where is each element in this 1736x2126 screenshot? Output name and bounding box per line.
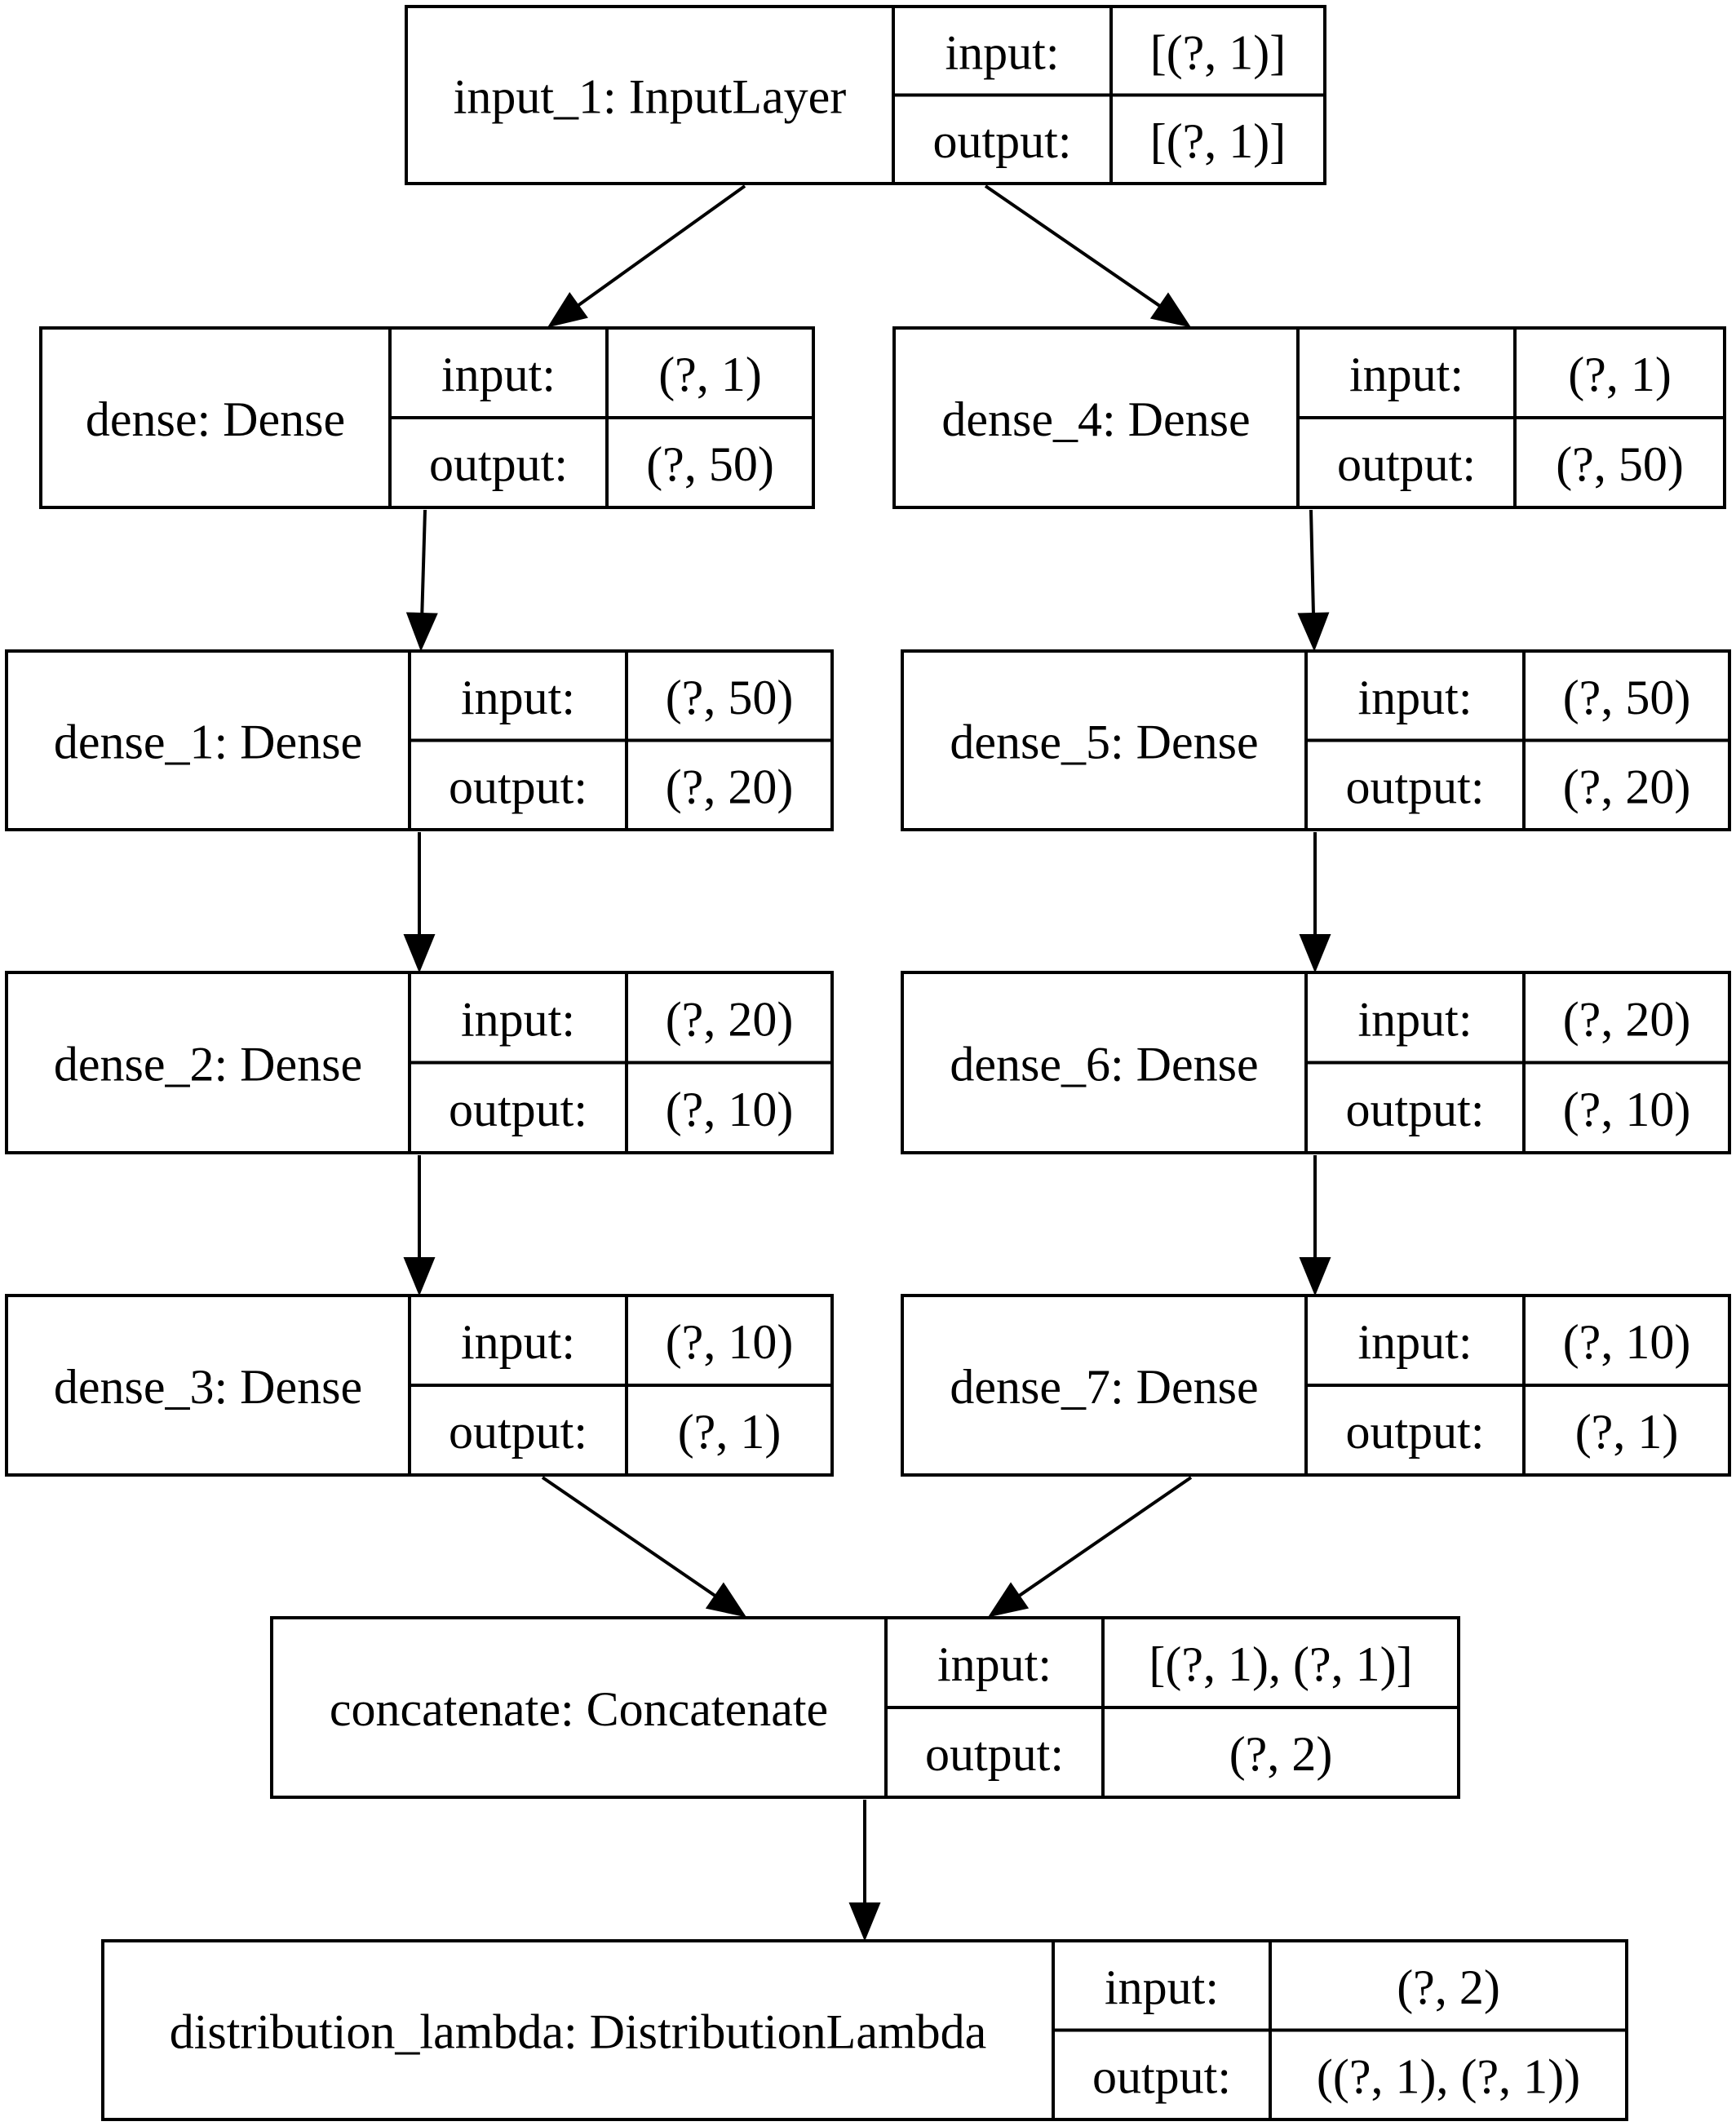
- edge-dense-4-to-dense-5: [1297, 509, 1330, 652]
- layer-node-dense: dense: Dense input: output: (?, 1) (?, 50): [39, 326, 815, 509]
- arrowhead-icon: [403, 934, 436, 973]
- input-port-label: input:: [1105, 1960, 1219, 2014]
- input-shape: (?, 1): [1568, 348, 1672, 401]
- edge-concatenate-to-distribution-lambda: [848, 1800, 881, 1942]
- edge-dense-1-to-dense-2: [403, 832, 436, 973]
- arrowhead-icon: [705, 1582, 747, 1618]
- input-port-label: input:: [1357, 1315, 1472, 1369]
- output-shape: (?, 10): [1563, 1083, 1691, 1136]
- layer-node-dense-2: dense_2: Dense input: output: (?, 20) (?, 10…: [5, 971, 834, 1154]
- input-shape: (?, 20): [1563, 992, 1691, 1046]
- layer-node-dense-3: dense_3: Dense input: output: (?, 10) (?, 1): [5, 1294, 834, 1477]
- layer-node-dense-1: dense_1: Dense input: output: (?, 50) (?, 20…: [5, 649, 834, 831]
- output-shape: (?, 20): [666, 760, 794, 813]
- edge-line: [1018, 1476, 1193, 1597]
- output-shape: (?, 50): [1556, 437, 1684, 491]
- edge-line: [577, 184, 746, 307]
- layer-label: input_1: InputLayer: [454, 70, 847, 124]
- input-port-label: input:: [461, 671, 575, 724]
- output-port-label: output:: [932, 114, 1071, 168]
- layer-label: dense_6: Dense: [950, 1038, 1258, 1092]
- input-port-label: input:: [1349, 348, 1464, 401]
- layer-node-dense-4: dense_4: Dense input: output: (?, 1) (?, 50): [892, 326, 1726, 509]
- input-shape: (?, 50): [666, 671, 794, 724]
- arrowhead-icon: [1297, 612, 1330, 652]
- edge-dense-7-to-concatenate: [987, 1476, 1193, 1618]
- output-port-label: output:: [925, 1727, 1064, 1781]
- output-port-label: output:: [449, 1405, 587, 1459]
- layer-label: concatenate: Concatenate: [330, 1682, 828, 1736]
- input-shape: [(?, 1)]: [1150, 25, 1286, 79]
- edge-line: [420, 509, 427, 614]
- input-shape: (?, 50): [1563, 671, 1691, 724]
- layer-node-concatenate: concatenate: Concatenate input: output: [(?…: [270, 1616, 1460, 1799]
- output-port-label: output:: [449, 760, 587, 813]
- layer-label: dense_5: Dense: [950, 715, 1258, 769]
- output-port-label: output:: [1345, 760, 1484, 813]
- arrowhead-icon: [1149, 292, 1192, 328]
- edge-input-1-to-dense-4: [984, 184, 1192, 328]
- layer-label: dense_3: Dense: [54, 1360, 362, 1414]
- edge-dense-2-to-dense-3: [403, 1155, 436, 1296]
- edges: [403, 184, 1331, 1942]
- layer-node-input-1: input_1: InputLayer input: output: [(?, 1)]…: [405, 5, 1326, 185]
- arrowhead-icon: [987, 1582, 1030, 1618]
- layer-label: dense_2: Dense: [54, 1038, 362, 1092]
- edge-dense-3-to-concatenate: [541, 1476, 747, 1618]
- edge-line: [1309, 509, 1315, 614]
- layer-label: dense: Dense: [86, 392, 345, 446]
- output-port-label: output:: [1092, 2049, 1231, 2103]
- layer-label: dense_4: Dense: [941, 392, 1250, 446]
- output-shape: (?, 20): [1563, 760, 1691, 813]
- input-shape: (?, 1): [658, 348, 762, 401]
- layer-label: dense_1: Dense: [54, 715, 362, 769]
- input-port-label: input:: [461, 1315, 575, 1369]
- edge-dense-5-to-dense-6: [1299, 832, 1331, 973]
- input-port-label: input:: [461, 992, 575, 1046]
- output-port-label: output:: [449, 1083, 587, 1136]
- output-port-label: output:: [429, 437, 568, 491]
- input-shape: (?, 20): [666, 992, 794, 1046]
- output-port-label: output:: [1345, 1083, 1484, 1136]
- arrowhead-icon: [403, 1257, 436, 1296]
- input-port-label: input:: [945, 25, 1059, 79]
- input-port-label: input:: [1357, 992, 1472, 1046]
- layer-node-dense-5: dense_5: Dense input: output: (?, 50) (?, 20…: [901, 649, 1731, 831]
- layer-node-distribution-lambda: distribution_lambda: DistributionLambda i…: [101, 1939, 1628, 2121]
- output-shape: (?, 2): [1229, 1727, 1333, 1781]
- input-port-label: input:: [1357, 671, 1472, 724]
- input-shape: [(?, 1), (?, 1)]: [1149, 1637, 1412, 1691]
- output-shape: (?, 10): [666, 1083, 794, 1136]
- edge-dense-6-to-dense-7: [1299, 1155, 1331, 1296]
- layer-label: dense_7: Dense: [950, 1360, 1258, 1414]
- arrowhead-icon: [547, 291, 588, 328]
- input-port-label: input:: [441, 348, 556, 401]
- input-port-label: input:: [937, 1637, 1052, 1691]
- edge-input-1-to-dense: [547, 184, 746, 328]
- input-shape: (?, 10): [666, 1315, 794, 1369]
- output-shape: (?, 50): [646, 437, 774, 491]
- output-shape: (?, 1): [678, 1405, 782, 1459]
- edge-line: [984, 184, 1161, 308]
- output-port-label: output:: [1337, 437, 1476, 491]
- edge-line: [541, 1476, 716, 1597]
- arrowhead-icon: [1299, 934, 1331, 973]
- output-shape: ((?, 1), (?, 1)): [1317, 2049, 1580, 2103]
- arrowhead-icon: [405, 612, 438, 652]
- input-shape: (?, 10): [1563, 1315, 1691, 1369]
- layer-node-dense-7: dense_7: Dense input: output: (?, 10) (?, 1): [901, 1294, 1731, 1477]
- input-shape: (?, 2): [1397, 1960, 1500, 2014]
- layer-label: distribution_lambda: DistributionLambda: [170, 2005, 987, 2059]
- output-shape: [(?, 1)]: [1150, 114, 1286, 168]
- output-shape: (?, 1): [1575, 1405, 1679, 1459]
- output-port-label: output:: [1345, 1405, 1484, 1459]
- edge-dense-to-dense-1: [405, 509, 438, 652]
- arrowhead-icon: [1299, 1257, 1331, 1296]
- nodes: input_1: InputLayer input: output: [(?, 1)]…: [5, 5, 1731, 2121]
- layer-node-dense-6: dense_6: Dense input: output: (?, 20) (?, 10…: [901, 971, 1731, 1154]
- arrowhead-icon: [848, 1902, 881, 1942]
